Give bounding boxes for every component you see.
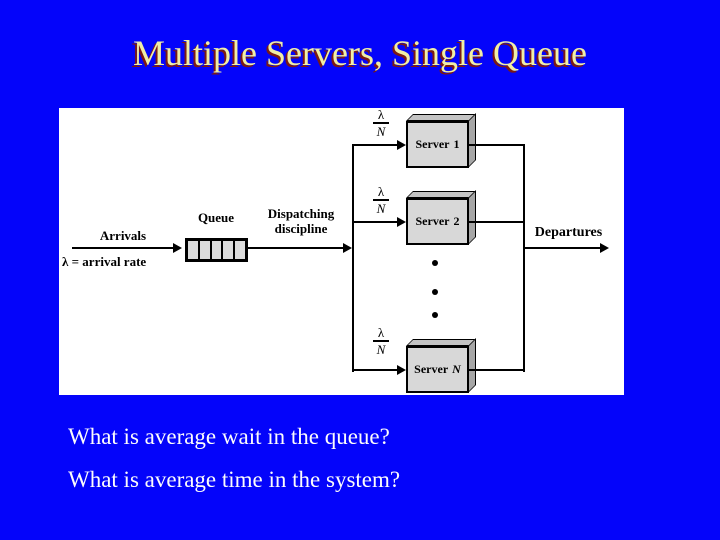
- distribution-bus-line: [352, 144, 354, 372]
- server-box-side-face: [468, 190, 476, 245]
- queue-cell: [211, 241, 222, 259]
- server-box-front-face: Server 2: [406, 198, 469, 245]
- dispatching-discipline-label: Dispatching discipline: [253, 206, 349, 236]
- server-label-prefix: Server: [415, 137, 450, 151]
- server-label-prefix: Server: [415, 214, 450, 228]
- queue-cell: [199, 241, 210, 259]
- server-box-2: Server 2: [406, 190, 477, 245]
- ellipsis-dot-icon: [432, 289, 438, 295]
- arrivals-label: Arrivals: [99, 228, 147, 243]
- branch-arrow-head-server2-icon: [397, 217, 406, 227]
- arrival-rate-label: λ = arrival rate: [62, 254, 147, 269]
- arrivals-arrow-line: [72, 247, 173, 249]
- server-box-front-face: Server 1: [406, 121, 469, 168]
- server-box-side-face: [468, 338, 476, 393]
- branch-line-server2: [352, 221, 397, 223]
- ellipsis-dot-icon: [432, 260, 438, 266]
- branch-line-server1: [352, 144, 397, 146]
- dispatching-label-line1: Dispatching: [267, 206, 335, 221]
- collection-bus-line: [523, 144, 525, 372]
- queue-cell: [188, 241, 198, 259]
- page-title: Multiple Servers, Single Queue: [133, 33, 587, 73]
- queue-cell: [235, 241, 245, 259]
- fraction-numerator: λ: [373, 108, 389, 124]
- server-label-id: 2: [453, 214, 460, 228]
- server-label-prefix: Server: [414, 362, 449, 376]
- branch-arrow-head-serverN-icon: [397, 365, 406, 375]
- departures-arrow-head-icon: [600, 243, 609, 253]
- server-box-side-face: [468, 113, 476, 168]
- fraction-numerator: λ: [373, 185, 389, 201]
- dispatch-arrow-head-icon: [343, 243, 352, 253]
- branch-arrow-head-server1-icon: [397, 140, 406, 150]
- server-box-top-face: [406, 339, 476, 346]
- serverN-output-line: [469, 369, 525, 371]
- branch-line-serverN: [352, 369, 397, 371]
- server-box-front-face: Server N: [406, 346, 469, 393]
- fraction-denominator: N: [376, 342, 386, 357]
- queue-label: Queue: [197, 210, 235, 225]
- fraction-numerator: λ: [373, 326, 389, 342]
- ellipsis-dot-icon: [432, 312, 438, 318]
- server1-output-line: [469, 144, 525, 146]
- queue-to-dispatch-line: [248, 247, 343, 249]
- server-box-top-face: [406, 114, 476, 121]
- departures-label: Departures: [534, 225, 603, 240]
- question-average-time: What is average time in the system?: [68, 467, 401, 492]
- arrivals-arrow-head-icon: [173, 243, 182, 253]
- question-average-wait: What is average wait in the queue?: [68, 424, 390, 449]
- server-box-top-face: [406, 191, 476, 198]
- dispatching-label-line2: discipline: [274, 221, 328, 236]
- lambda-over-n-fraction-1: λ N: [368, 108, 394, 139]
- lambda-over-n-fraction-2: λ N: [368, 185, 394, 216]
- queue-cell: [223, 241, 234, 259]
- queue-box: [185, 238, 248, 262]
- server-box-1: Server 1: [406, 113, 477, 168]
- fraction-denominator: N: [376, 124, 386, 139]
- diagram-panel: Arrivals λ = arrival rate Queue Dispatch…: [59, 108, 624, 395]
- server-label-id: 1: [453, 137, 460, 151]
- server2-output-line: [469, 221, 525, 223]
- server-box-n: Server N: [406, 338, 477, 393]
- server-label-id: N: [452, 362, 461, 376]
- departures-arrow-line: [523, 247, 600, 249]
- fraction-denominator: N: [376, 201, 386, 216]
- lambda-over-n-fraction-3: λ N: [368, 326, 394, 357]
